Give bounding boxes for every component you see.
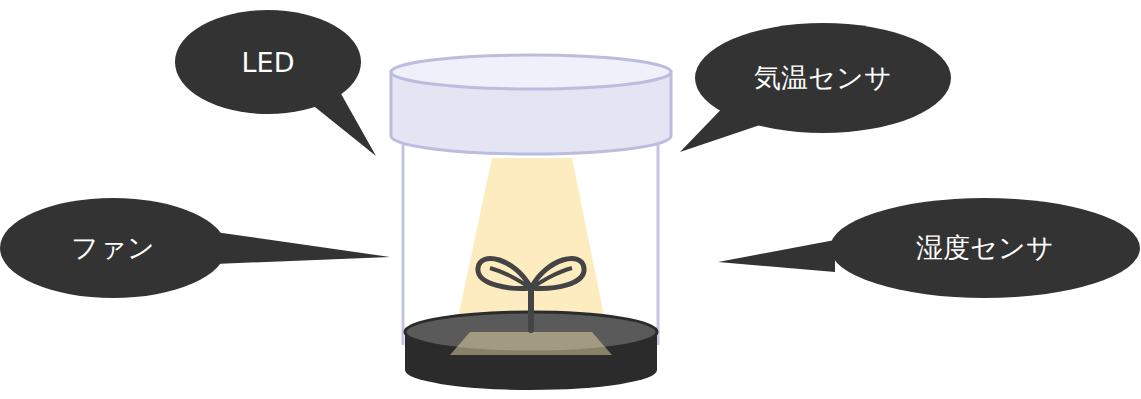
led-lid-top [391,55,671,89]
callout-tail [215,232,390,264]
leaf-vein [490,268,572,288]
glass-wall [657,145,660,345]
bubble-ellipse [0,198,226,298]
callout-tail [718,240,835,272]
callout-bubble: 気温センサ [695,23,951,133]
callout-bubble: 湿度センサ [830,198,1140,298]
callout-label: LED [242,47,295,78]
callout-label: 気温センサ [754,60,892,96]
callout-bubble: LED [175,10,361,114]
callout-label: ファン [71,230,155,266]
glass-wall [402,145,405,345]
light-on-soil [450,332,612,355]
plant-stem [528,288,534,330]
callout-label: 湿度センサ [916,230,1054,266]
bubble-ellipse [695,23,951,133]
callout-bubble: ファン [0,198,226,298]
bubble-ellipse [830,198,1140,298]
bubble-ellipse [175,10,361,114]
